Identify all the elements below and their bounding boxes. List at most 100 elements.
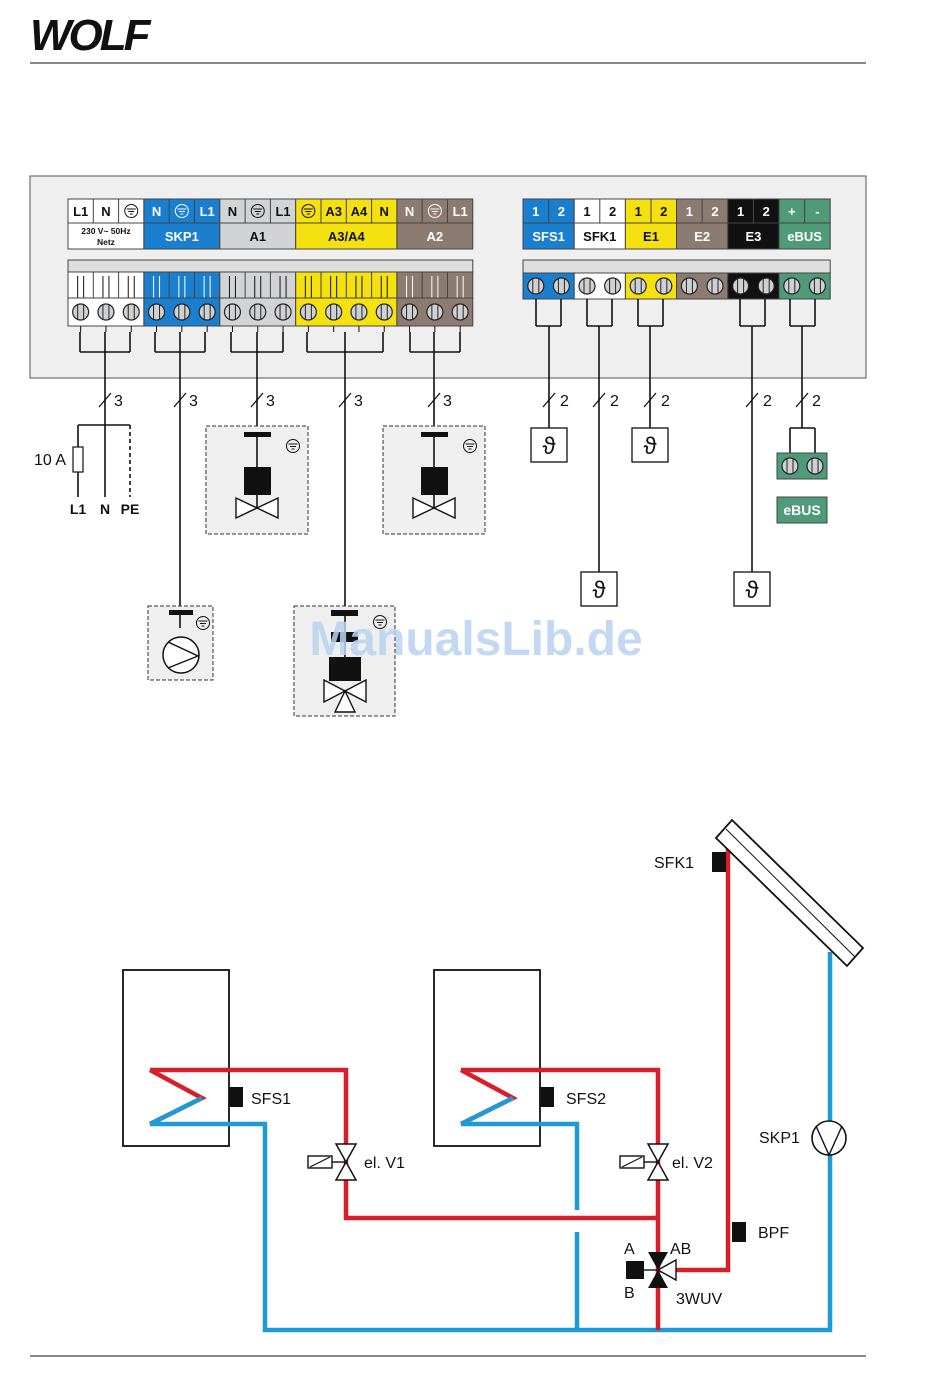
terminal-screw xyxy=(123,304,139,320)
sensor-sfs2-icon xyxy=(540,1087,554,1107)
brand-text: WOLF xyxy=(30,11,152,60)
terminal-screw xyxy=(630,278,646,294)
valve-top-icon xyxy=(648,1144,668,1162)
pin-label: 2 xyxy=(558,204,565,219)
valve-v1-label: el. V1 xyxy=(364,1155,405,1172)
terminal-name: A3/A4 xyxy=(328,229,366,244)
pin-label: N xyxy=(405,204,414,219)
terminal-screw xyxy=(376,304,392,320)
pin-label: 1 xyxy=(737,204,744,219)
pin-label: A4 xyxy=(351,204,368,219)
sensor-bpf-label: BPF xyxy=(758,1225,789,1242)
mains-label-l1: L1 xyxy=(70,501,87,517)
terminal-name: A2 xyxy=(427,229,444,244)
pin-label: L1 xyxy=(275,204,290,219)
cable-count: 2 xyxy=(763,393,772,410)
valve-actuator xyxy=(626,1261,644,1279)
terminal-name: SKP1 xyxy=(165,229,199,244)
connector-top-strip xyxy=(523,260,830,273)
pin-label: 1 xyxy=(635,204,642,219)
connector-a2 xyxy=(397,272,473,332)
pin-label: L1 xyxy=(73,204,88,219)
pin-label: L1 xyxy=(200,204,215,219)
brand-logo: WOLF xyxy=(30,11,152,60)
pump-terminal xyxy=(169,610,193,615)
cable-count: 2 xyxy=(661,393,670,410)
connector-body xyxy=(144,272,220,298)
terminal-screw xyxy=(605,278,621,294)
sensor-bpf-icon xyxy=(732,1222,746,1242)
terminal-name: eBUS xyxy=(787,229,822,244)
pin-label: L1 xyxy=(453,204,468,219)
terminal-group-e1: 1 2E1 xyxy=(625,199,676,249)
fuse xyxy=(73,447,83,472)
valve-bottom-icon xyxy=(648,1162,668,1180)
terminal-screw xyxy=(427,304,443,320)
sensor-symbol: ϑ xyxy=(643,433,656,460)
sensor-symbol: ϑ xyxy=(745,577,758,604)
pin-label: 1 xyxy=(583,204,590,219)
sensor-sfs2-label: SFS2 xyxy=(566,1091,606,1108)
terminal-screw xyxy=(250,304,266,320)
terminal-screw xyxy=(553,278,569,294)
cable-count: 3 xyxy=(354,393,363,410)
fuse-label: 10 A xyxy=(34,452,66,469)
connector-netz xyxy=(68,272,144,332)
sensor-sfs1-label: SFS1 xyxy=(251,1091,291,1108)
pin-label: 2 xyxy=(609,204,616,219)
cable-count: 3 xyxy=(266,393,275,410)
pump-skp1-icon xyxy=(812,1121,846,1155)
pin-label: 2 xyxy=(711,204,718,219)
connector-body xyxy=(397,272,473,298)
terminal-name: E3 xyxy=(745,229,761,244)
port-a-label: A xyxy=(624,1241,635,1258)
port-ab-label: AB xyxy=(670,1241,691,1258)
terminal-group-sfs1: 12SFS1 xyxy=(523,199,574,249)
terminal-screw xyxy=(275,304,291,320)
connector-skp1 xyxy=(144,272,220,332)
sensor-sfk1-label: SFK1 xyxy=(654,855,694,872)
pin-label: 2 xyxy=(660,204,667,219)
terminal-screw xyxy=(73,304,89,320)
terminal-screw xyxy=(402,304,418,320)
terminal-name: SFS1 xyxy=(532,229,565,244)
pin-label: - xyxy=(815,204,819,219)
storage-tank-2 xyxy=(434,970,540,1146)
terminal-group-ebus: + - eBUS xyxy=(779,199,830,249)
pin-label: N xyxy=(380,204,389,219)
terminal-name: E2 xyxy=(694,229,710,244)
terminal-screw xyxy=(98,304,114,320)
valve-v1-icon xyxy=(308,1144,356,1180)
cable-count: 3 xyxy=(114,393,123,410)
actuator-cap xyxy=(244,432,271,437)
terminal-name: E1 xyxy=(643,229,659,244)
terminal-name: 230 V~ 50Hz xyxy=(81,226,130,236)
pin-label: + xyxy=(788,204,796,219)
connector-body xyxy=(220,272,296,298)
solar-collector xyxy=(716,820,863,966)
terminal-group-sfk1: 1 2SFK1 xyxy=(574,199,625,249)
terminal-group-a1: NL1A1 xyxy=(220,199,296,249)
terminal-screw xyxy=(199,304,215,320)
terminal-name: SFK1 xyxy=(583,229,616,244)
valve-v2-icon xyxy=(620,1144,668,1180)
connector-top-strip xyxy=(68,260,473,272)
terminal-screw xyxy=(733,278,749,294)
sensor-symbol: ϑ xyxy=(542,433,555,460)
terminal-name-2: Netz xyxy=(97,237,115,247)
terminal-screw xyxy=(681,278,697,294)
cable-count: 3 xyxy=(443,393,452,410)
collector-inner-line xyxy=(726,829,855,957)
terminal-screw xyxy=(300,304,316,320)
terminal-screw xyxy=(452,304,468,320)
port-b-label: B xyxy=(624,1285,635,1302)
connector-a3a4 xyxy=(296,272,397,332)
valve-3wuv-label: 3WUV xyxy=(676,1291,723,1308)
sensor-symbol: ϑ xyxy=(592,577,605,604)
